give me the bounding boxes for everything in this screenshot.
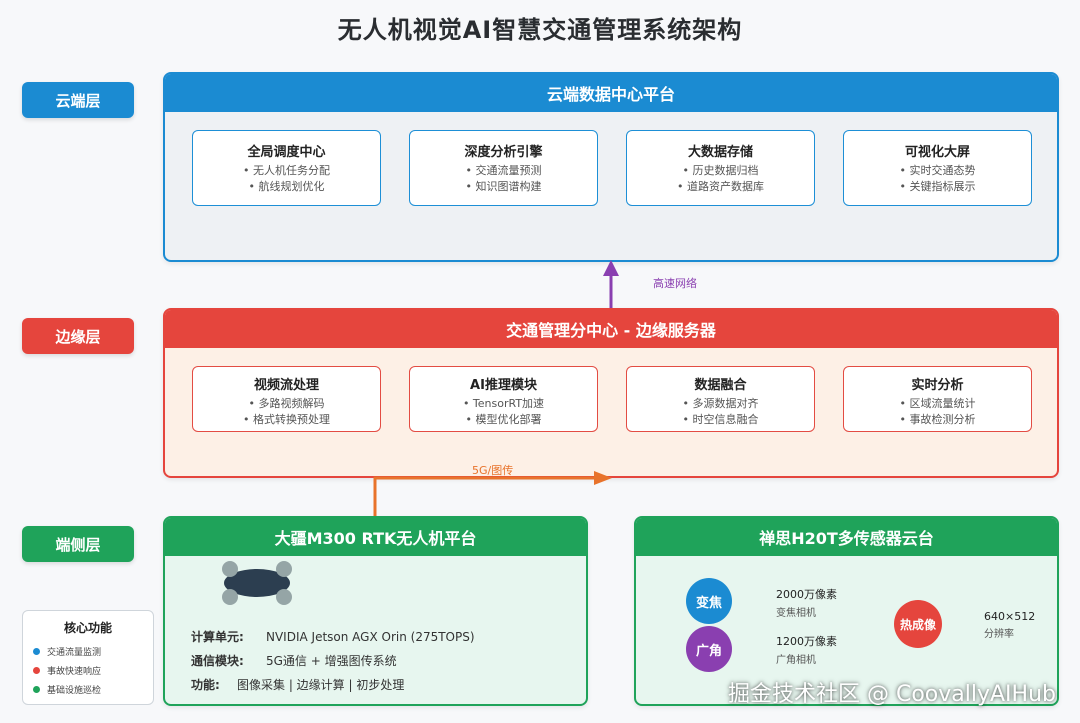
spec-compute: 计算单元: NVIDIA Jetson AGX Orin (275TOPS) [191,628,475,645]
elbow-arrow-icon [373,471,612,516]
drone-icon [222,561,292,605]
legend-item: 基础设施巡检 [33,680,153,699]
legend-title: 核心功能 [63,621,112,635]
legend: 核心功能 交通流量监测 事故快速响应 基础设施巡检 [22,610,154,705]
legend-item: 交通流量监测 [33,642,153,661]
link-label-5g: 5G/图传 [472,464,514,477]
edge-card-video: 视频流处理 • 多路视频解码 • 格式转换预处理 [192,366,381,432]
card-item: • 实时交通态势 [899,164,976,177]
edge-card-realtime: 实时分析 • 区域流量统计 • 事故检测分析 [843,366,1032,432]
sensor-desc-2: 分辨率 [984,629,1014,640]
card-item: • 知识图谱构建 [465,180,542,193]
card-item: • 多源数据对齐 [682,397,759,410]
cloud-panel: 云端数据中心平台 全局调度中心 • 无人机任务分配 • 航线规划优化 深度分析引… [163,72,1059,262]
card-item: • 道路资产数据库 [677,180,764,193]
card-title: 视频流处理 [253,378,319,393]
drone-panel: 大疆M300 RTK无人机平台 计算单元: NVIDIA Jetson AGX O… [163,516,588,706]
card-item: • TensorRT加速 [462,397,545,410]
spec-value: 图像采集 | 边缘计算 | 初步处理 [237,678,405,692]
cloud-card-analysis: 深度分析引擎 • 交通流量预测 • 知识图谱构建 [409,130,598,206]
spec-key: 通信模块: [191,654,244,668]
card-item: • 区域流量统计 [899,397,976,410]
card-item: • 多路视频解码 [248,397,325,410]
card-item: • 时空信息融合 [682,413,759,426]
layer-tag-cloud: 云端层 [22,82,134,118]
card-title: 可视化大屏 [904,145,970,160]
link-label-network: 高速网络 [653,277,697,290]
edge-panel: 交通管理分中心 - 边缘服务器 视频流处理 • 多路视频解码 • 格式转换预处理… [163,308,1059,478]
sensor-thermal-desc: 640×512 分辨率 [984,610,1035,640]
spec-comm: 通信模块: 5G通信 + 增强图传系统 [191,652,397,669]
cloud-card-dashboard: 可视化大屏 • 实时交通态势 • 关键指标展示 [843,130,1032,206]
layer-tag-device: 端侧层 [22,526,134,562]
legend-label: 事故快速响应 [47,667,102,677]
legend-dot-icon [33,667,40,674]
card-item: • 关键指标展示 [899,180,976,193]
cloud-card-dispatch: 全局调度中心 • 无人机任务分配 • 航线规划优化 [192,130,381,206]
card-item: • 模型优化部署 [465,413,542,426]
gimbal-panel: 禅思H20T多传感器云台 变焦 2000万像素 变焦相机 广角 1200万像素 … [634,516,1059,706]
legend-label: 基础设施巡检 [47,686,102,696]
sensor-thermal-badge: 热成像 [894,600,942,648]
spec-function: 功能: 图像采集 | 边缘计算 | 初步处理 [191,676,404,693]
page-title: 无人机视觉AI智慧交通管理系统架构 [337,16,743,44]
up-arrow-icon [603,260,619,308]
legend-dot-icon [33,686,40,693]
layer-tag-edge: 边缘层 [22,318,134,354]
spec-value: 5G通信 + 增强图传系统 [266,654,397,668]
card-item: • 格式转换预处理 [243,413,330,426]
legend-dot-icon [33,648,40,655]
sensor-desc-1: 1200万像素 [776,635,837,648]
cloud-card-storage: 大数据存储 • 历史数据归档 • 道路资产数据库 [626,130,815,206]
card-item: • 事故检测分析 [899,413,976,426]
edge-card-fusion: 数据融合 • 多源数据对齐 • 时空信息融合 [626,366,815,432]
card-item: • 交通流量预测 [465,164,542,177]
card-title: 深度分析引擎 [464,145,543,160]
spec-value: NVIDIA Jetson AGX Orin (275TOPS) [266,630,475,644]
cloud-panel-title: 云端数据中心平台 [165,74,1057,112]
edge-panel-title: 交通管理分中心 - 边缘服务器 [165,310,1057,348]
card-title: 全局调度中心 [247,145,326,160]
card-item: • 无人机任务分配 [243,164,330,177]
spec-key: 计算单元: [191,630,244,644]
card-item: • 历史数据归档 [682,164,759,177]
card-title: 大数据存储 [687,145,753,160]
gimbal-panel-title: 禅思H20T多传感器云台 [636,518,1057,556]
sensor-zoom-desc: 2000万像素 变焦相机 [776,586,837,619]
legend-label: 交通流量监测 [47,648,102,658]
sensor-desc-1: 640×512 [984,610,1036,623]
sensor-desc-2: 变焦相机 [776,608,816,619]
edge-card-inference: AI推理模块 • TensorRT加速 • 模型优化部署 [409,366,598,432]
card-item: • 航线规划优化 [248,180,325,193]
sensor-wide-badge: 广角 [686,626,732,672]
sensor-desc-2: 广角相机 [776,655,816,666]
legend-item: 事故快速响应 [33,661,153,680]
card-title: 数据融合 [694,378,747,393]
card-title: AI推理模块 [470,378,537,393]
sensor-wide-desc: 1200万像素 广角相机 [776,633,837,666]
sensor-desc-1: 2000万像素 [776,588,837,601]
spec-key: 功能: [191,678,220,692]
watermark: 掘金技术社区 @ CoovallyAIHub [727,682,1056,707]
drone-panel-title: 大疆M300 RTK无人机平台 [165,518,586,556]
card-title: 实时分析 [911,378,964,393]
sensor-zoom-badge: 变焦 [686,578,732,624]
